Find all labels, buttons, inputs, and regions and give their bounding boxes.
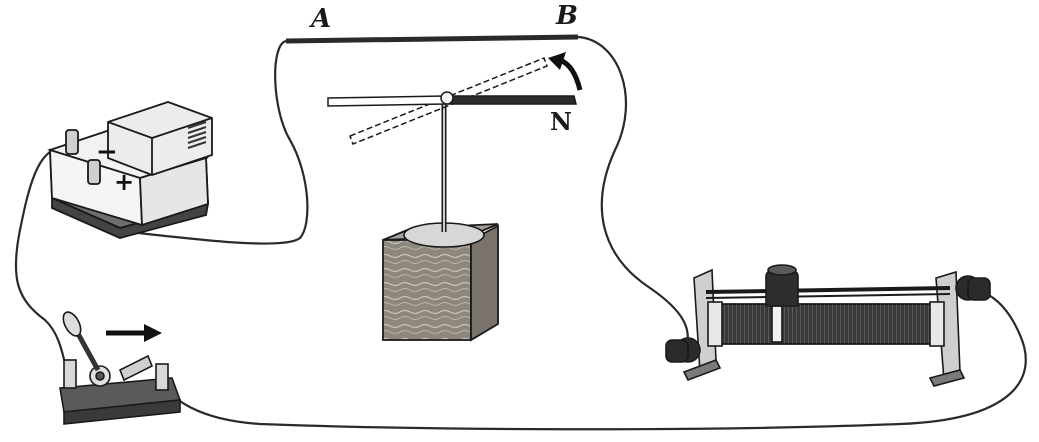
battery-positive-sign: + bbox=[114, 168, 134, 196]
sliding-rheostat-icon bbox=[665, 264, 991, 387]
magnetic-needle-icon bbox=[327, 57, 577, 342]
curved-arrow-icon bbox=[548, 52, 583, 91]
wires bbox=[14, 34, 1027, 431]
knife-switch-icon bbox=[59, 311, 182, 425]
label-n: N bbox=[550, 107, 572, 136]
wire-switch-to-rheostat bbox=[158, 288, 1027, 431]
needle-original-position bbox=[349, 57, 548, 145]
battery-terminal-negative bbox=[65, 129, 79, 155]
wooden-block bbox=[382, 223, 499, 342]
needle-north-half bbox=[443, 95, 577, 105]
label-a: A bbox=[308, 4, 331, 34]
dc-power-supply-icon bbox=[47, 101, 213, 239]
wire-b-to-rheostat bbox=[577, 35, 690, 351]
label-b: B bbox=[555, 1, 578, 31]
battery-negative-sign: − bbox=[96, 137, 118, 167]
battery-terminal-positive bbox=[87, 159, 101, 185]
needle-south-half bbox=[327, 95, 445, 107]
wire-battery-to-switch bbox=[14, 146, 71, 373]
arrow-right-icon bbox=[106, 324, 162, 342]
straight-wire-ab bbox=[285, 34, 579, 44]
